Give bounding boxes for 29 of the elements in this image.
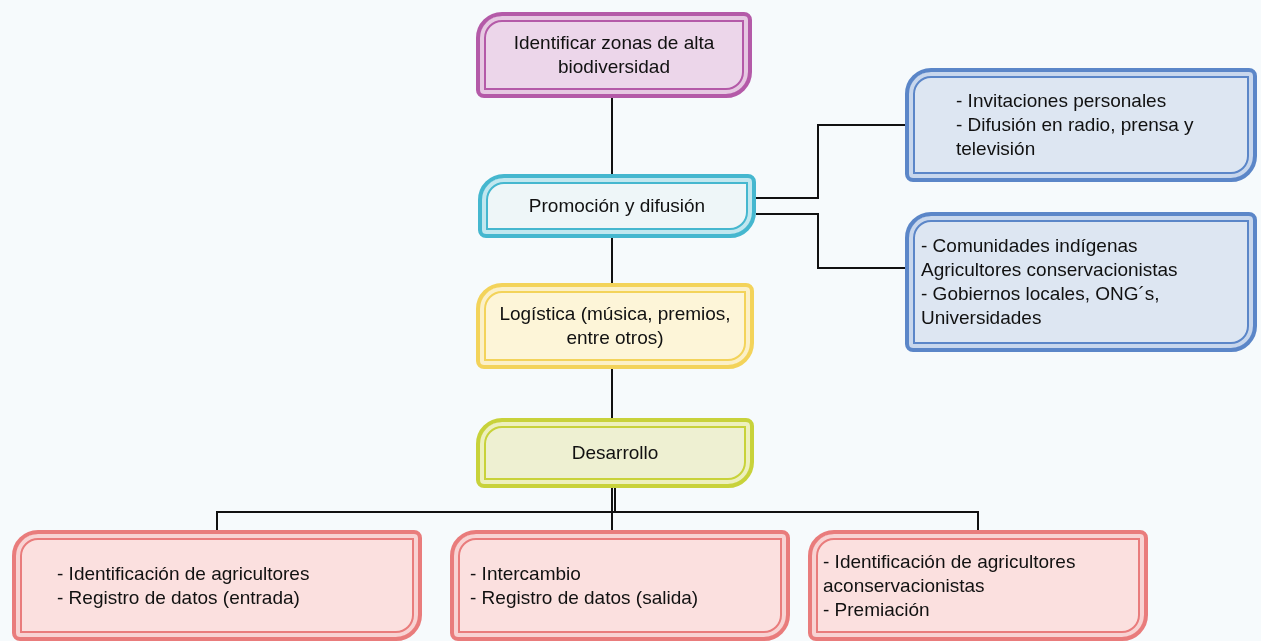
list-item-text: - Registro de datos (salida) (470, 585, 699, 610)
node-text: Promoción y difusión (527, 194, 707, 218)
list-item-text: - Comunidades indígenas Agricultores conservacionistas (921, 234, 1179, 282)
list-item-text: - Premiación (823, 597, 930, 622)
list-item-text: - Invitaciones personales (956, 89, 1167, 113)
node-text: Desarrollo (570, 441, 660, 465)
node-text: Logística (música, premios, entre otros) (498, 302, 732, 350)
connector-line (611, 487, 613, 531)
process-box (905, 212, 1257, 352)
list-item-text: - Registro de datos (entrada) (57, 585, 300, 610)
list-item-text: - Difusión en radio, prensa y televisión (956, 113, 1195, 161)
connector-line (755, 213, 906, 269)
list-item-text: - Identificación de agricultores aconservacionistas (823, 549, 1077, 598)
list-item-text: - Intercambio (470, 561, 581, 586)
process-box (476, 12, 752, 98)
process-box (478, 174, 756, 238)
list-item-text: - Gobiernos locales, ONG´s, Universidades (921, 282, 1161, 330)
process-box (476, 418, 754, 488)
connector-line (755, 124, 906, 199)
node-text: Identificar zonas de alta biodiversidad (512, 31, 716, 79)
list-item-text: - Identificación de agricultores (57, 561, 310, 586)
process-box (476, 283, 754, 369)
process-box (12, 530, 422, 641)
process-box (905, 68, 1257, 182)
connector-line (611, 368, 613, 419)
connector-line (611, 97, 613, 175)
connector-line (611, 237, 613, 284)
process-box (808, 530, 1148, 641)
process-box (450, 530, 790, 641)
